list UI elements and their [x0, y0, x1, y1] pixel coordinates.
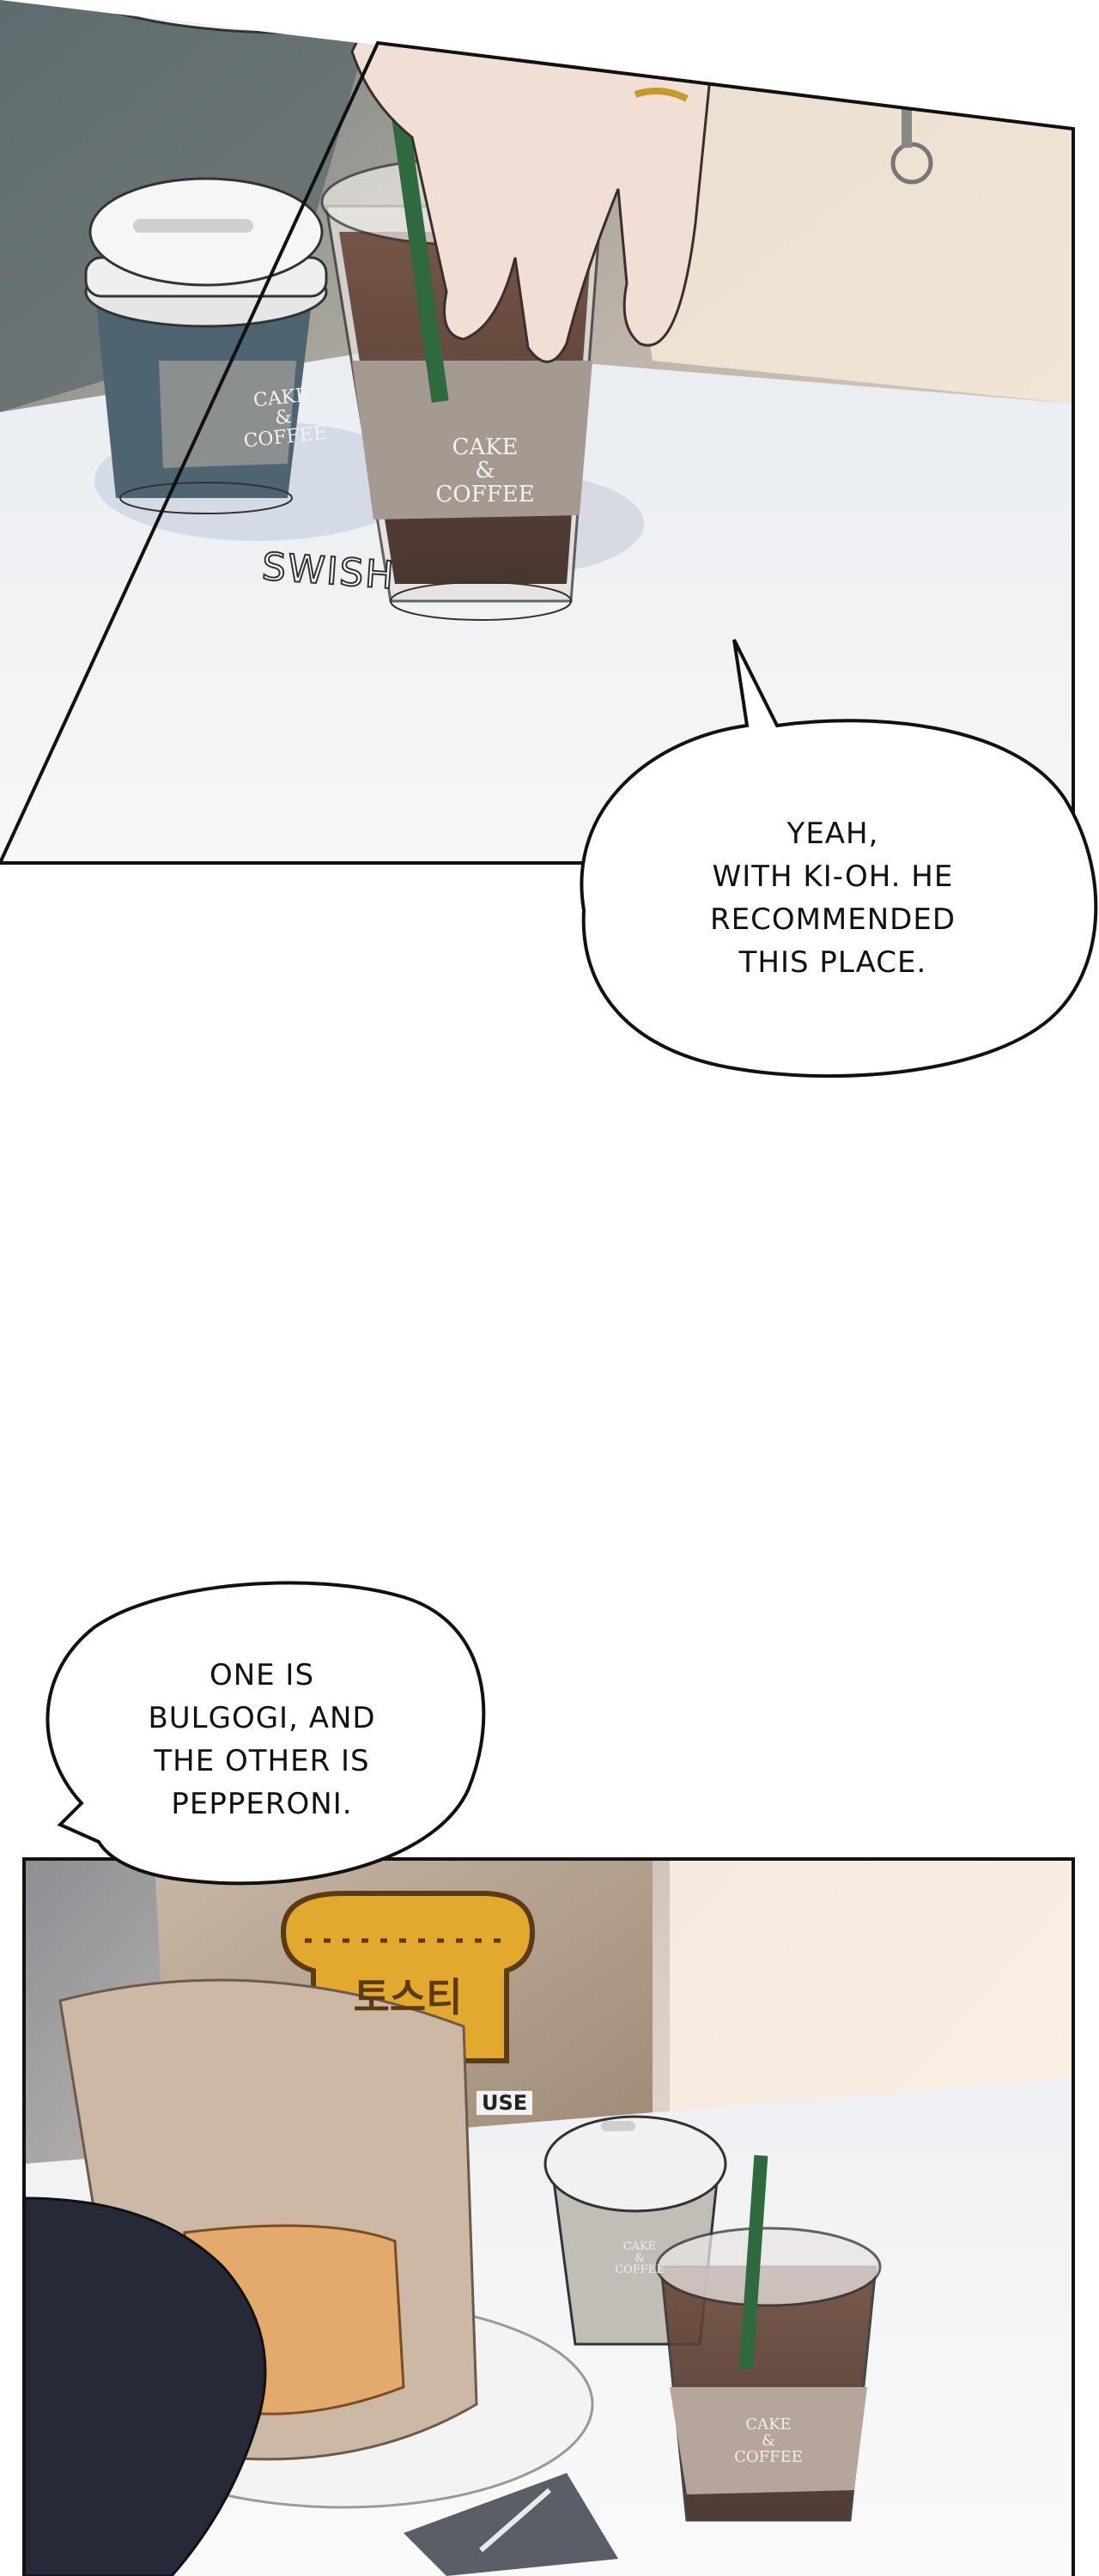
speech-bubble-1-text: YEAH, WITH KI-OH. HE RECOMMENDED THIS PL… [661, 812, 1005, 984]
dialogue-line: PEPPERONI. [171, 1787, 353, 1821]
speech-bubble-2 [46, 1581, 486, 1886]
cup-label-line: COFFEE [435, 481, 535, 507]
dialogue-line: ONE IS [209, 1658, 315, 1692]
dialogue-line: THE OTHER IS [154, 1744, 370, 1778]
cup-label-line: CAKE [622, 2240, 657, 2253]
sfx-swish: SWISH [259, 544, 398, 599]
cup-label-left: CAKE & COFFEE [229, 383, 338, 453]
dialogue-line: YEAH, [786, 817, 879, 851]
cup-label-line: & [761, 2431, 776, 2450]
iced-coffee-cup-2 [655, 2154, 882, 2522]
panel-2 [24, 1859, 1073, 2576]
cup-label-line: COFFEE [734, 2447, 803, 2466]
dialogue-line: BULGOGI, AND [148, 1701, 376, 1735]
cup-label-2-left: CAKE & COFFEE [605, 2241, 674, 2276]
speech-bubble-2-text: ONE IS BULGOGI, AND THE OTHER IS PEPPERO… [112, 1654, 412, 1826]
cup-label-line: CAKE [452, 434, 519, 460]
cup-label-line: CAKE [745, 2415, 792, 2433]
napkin-fork [404, 2473, 618, 2576]
toast-logo-text: 토스티 [353, 1974, 463, 2020]
dialogue-line: WITH KI-OH. HE [712, 860, 954, 894]
panel-2-border [22, 1857, 1075, 2576]
bag-text: USE [477, 2091, 533, 2115]
cup-label-line: & [635, 2251, 645, 2265]
cup-label-line: COFFEE [615, 2263, 665, 2277]
chair-wheel [890, 103, 933, 185]
hot-coffee-cup [84, 177, 328, 514]
cup-label-right: CAKE & COFFEE [421, 434, 550, 507]
hand [350, 0, 714, 363]
speech-bubble-1 [580, 639, 1098, 1078]
dialogue-line: RECOMMENDED [709, 902, 956, 937]
dialogue-line: THIS PLACE. [738, 945, 927, 980]
cup-label-2-right: CAKE & COFFEE [726, 2415, 811, 2466]
cup-label-line: & [475, 458, 495, 484]
panel-1 [0, 0, 1073, 863]
